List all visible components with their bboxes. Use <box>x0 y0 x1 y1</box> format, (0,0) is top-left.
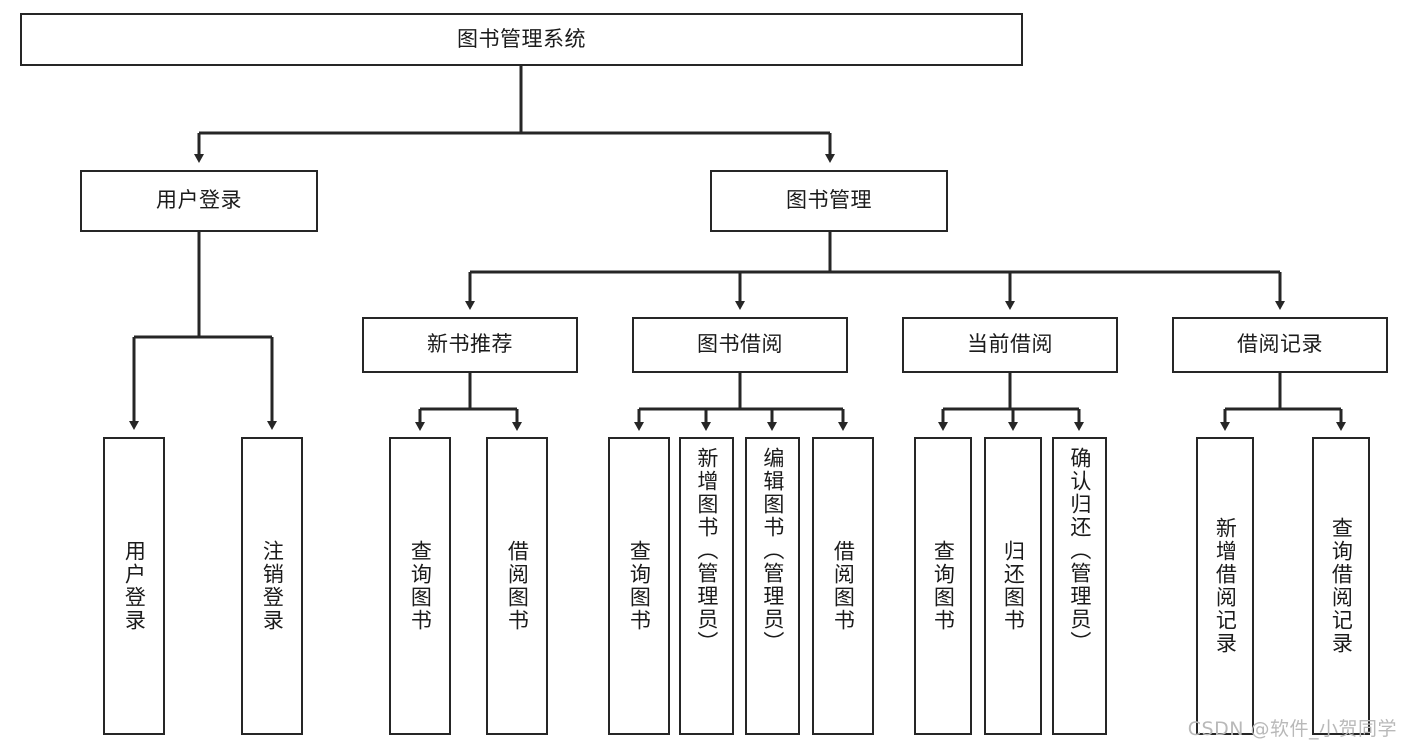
node-leaf-return-book-label: 归还图书 <box>1001 540 1026 632</box>
node-leaf-query-book-borrow-label: 查询图书 <box>627 540 652 632</box>
node-leaf-user-login-label: 用户登录 <box>122 540 147 632</box>
node-current-borrow[interactable]: 当前借阅 <box>902 317 1118 373</box>
node-borrow-record[interactable]: 借阅记录 <box>1172 317 1388 373</box>
node-leaf-add-book[interactable]: 新增图书（管理员） <box>679 437 734 735</box>
node-leaf-add-book-label: 新增图书（管理员） <box>694 447 719 654</box>
node-book-borrow[interactable]: 图书借阅 <box>632 317 848 373</box>
node-leaf-edit-book[interactable]: 编辑图书（管理员） <box>745 437 800 735</box>
node-new-book-recommend[interactable]: 新书推荐 <box>362 317 578 373</box>
node-leaf-borrow-book-label: 借阅图书 <box>831 540 856 632</box>
node-leaf-query-book-recommend[interactable]: 查询图书 <box>389 437 451 735</box>
node-leaf-add-borrow-record-label: 新增借阅记录 <box>1213 517 1238 655</box>
node-new-book-recommend-label: 新书推荐 <box>427 332 513 357</box>
node-leaf-add-borrow-record[interactable]: 新增借阅记录 <box>1196 437 1254 735</box>
node-leaf-confirm-return-label: 确认归还（管理员） <box>1067 447 1092 654</box>
node-leaf-query-book-current[interactable]: 查询图书 <box>914 437 972 735</box>
node-leaf-query-borrow-record[interactable]: 查询借阅记录 <box>1312 437 1370 735</box>
node-user-login[interactable]: 用户登录 <box>80 170 318 232</box>
node-leaf-borrow-book[interactable]: 借阅图书 <box>812 437 874 735</box>
node-leaf-query-book-recommend-label: 查询图书 <box>408 540 433 632</box>
node-root-label: 图书管理系统 <box>457 26 586 51</box>
node-leaf-query-book-current-label: 查询图书 <box>931 540 956 632</box>
node-leaf-user-login[interactable]: 用户登录 <box>103 437 165 735</box>
node-leaf-borrow-book-recommend-label: 借阅图书 <box>505 540 530 632</box>
node-borrow-record-label: 借阅记录 <box>1237 332 1323 357</box>
node-current-borrow-label: 当前借阅 <box>967 332 1053 357</box>
node-root[interactable]: 图书管理系统 <box>20 13 1023 66</box>
csdn-watermark: CSDN @软件_小贺同学 <box>1187 718 1397 740</box>
node-leaf-borrow-book-recommend[interactable]: 借阅图书 <box>486 437 548 735</box>
node-user-login-label: 用户登录 <box>156 188 242 213</box>
node-leaf-user-logout[interactable]: 注销登录 <box>241 437 303 735</box>
node-book-management[interactable]: 图书管理 <box>710 170 948 232</box>
node-leaf-edit-book-label: 编辑图书（管理员） <box>760 447 785 654</box>
node-leaf-query-book-borrow[interactable]: 查询图书 <box>608 437 670 735</box>
node-leaf-confirm-return[interactable]: 确认归还（管理员） <box>1052 437 1107 735</box>
node-leaf-return-book[interactable]: 归还图书 <box>984 437 1042 735</box>
node-book-borrow-label: 图书借阅 <box>697 332 783 357</box>
node-book-management-label: 图书管理 <box>786 188 872 213</box>
node-leaf-user-logout-label: 注销登录 <box>260 540 285 632</box>
node-leaf-query-borrow-record-label: 查询借阅记录 <box>1329 517 1354 655</box>
